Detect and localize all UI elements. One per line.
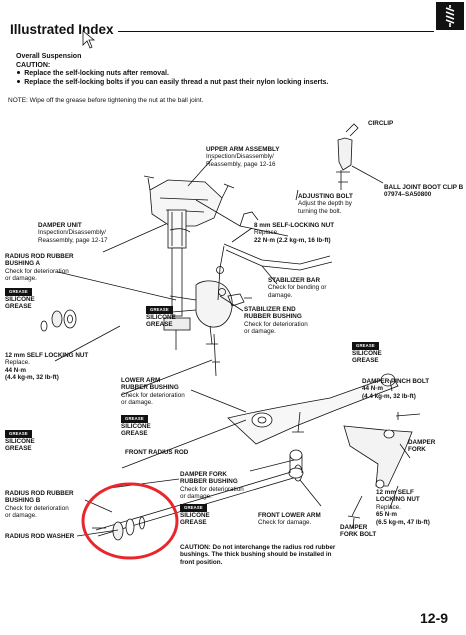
caution-bullet-2: Replace the self-locking bolts if you ca… [16,79,328,88]
label-silicone-grease-3: GREASE SILICONE GREASE [352,342,382,365]
label-circlip: CIRCLIP [368,120,394,127]
label-stabilizer-bar: STABILIZER BAR Check for bending or dama… [268,277,327,299]
label-ball-joint-boot-clip: BALL JOINT BOOT CLIP B 07974–SA50800 [384,184,464,199]
label-damper-unit: DAMPER UNIT Inspection/Disassembly/ Reas… [38,222,108,244]
label-silicone-grease-1: GREASE SILICONE GREASE [5,288,35,311]
label-adjusting-bolt: ADJUSTING BOLT Adjust the depth by turni… [298,193,353,215]
label-damper-pinch-bolt: DAMPER PINCH BOLT 44 N·m (4.4 kg-m, 32 l… [362,378,430,400]
cursor-icon [82,30,96,49]
spring-logo-icon [436,2,464,30]
label-radius-rod-bushing-b: RADIUS ROD RUBBER BUSHING B Check for de… [5,490,74,520]
label-silicone-grease-5: GREASE SILICONE GREASE [5,430,35,453]
label-damper-fork: DAMPER FORK [408,439,436,454]
label-silicone-grease-2: GREASE SILICONE GREASE [146,306,176,329]
label-8mm-self-locking-nut: 8 mm SELF-LOCKING NUT Replace. 22 N·m (2… [254,222,335,244]
page-title: Illustrated Index [10,22,114,37]
label-12mm-self-locking-nut-right: 12 mm SELF LOCKING NUT Replace. 65 N·m (… [376,489,430,526]
section-heading: Overall Suspension [16,53,82,60]
caution-label: CAUTION: [16,61,51,69]
header-rule [118,31,434,33]
grease-badge: GREASE [5,288,32,296]
label-front-lower-arm: FRONT LOWER ARM Check for damage. [258,512,321,527]
label-radius-rod-washer: RADIUS ROD WASHER [5,533,75,540]
label-stabilizer-end-bushing: STABILIZER END RUBBER BUSHING Check for … [244,306,308,336]
grease-badge: GREASE [5,430,32,438]
bullet-icon [17,71,21,75]
grease-badge: GREASE [121,415,148,423]
label-silicone-grease-6: GREASE SILICONE GREASE [180,504,210,527]
caution-bullet-1: Replace the self-locking nuts after remo… [16,70,328,79]
grease-badge: GREASE [352,342,379,350]
page-number: 12-9 [420,610,449,626]
intro-block: Overall Suspension CAUTION: Replace the … [16,53,328,87]
note-text: NOTE: Wipe off the grease before tighten… [8,97,204,104]
bullet-icon [17,79,21,84]
label-damper-fork-bolt: DAMPER FORK BOLT [340,524,377,539]
label-damper-fork-bushing: DAMPER FORK RUBBER BUSHING Check for det… [180,471,244,501]
highlight-circle [81,482,179,560]
label-upper-arm-assembly: UPPER ARM ASSEMBLY Inspection/Disassembl… [206,146,280,168]
label-radius-rod-bushing-a: RADIUS ROD RUBBER BUSHING A Check for de… [5,253,74,283]
caution-bottom: CAUTION: Do not interchange the radius r… [180,544,336,566]
label-silicone-grease-4: GREASE SILICONE GREASE [121,415,151,438]
label-front-radius-rod: FRONT RADIUS ROD [125,449,189,456]
grease-badge: GREASE [146,306,173,314]
label-12mm-self-locking-nut: 12 mm SELF LOCKING NUT Replace. 44 N·m (… [5,352,89,382]
grease-badge: GREASE [180,504,207,512]
label-lower-arm-bushing: LOWER ARM RUBBER BUSHING Check for deter… [121,377,185,407]
